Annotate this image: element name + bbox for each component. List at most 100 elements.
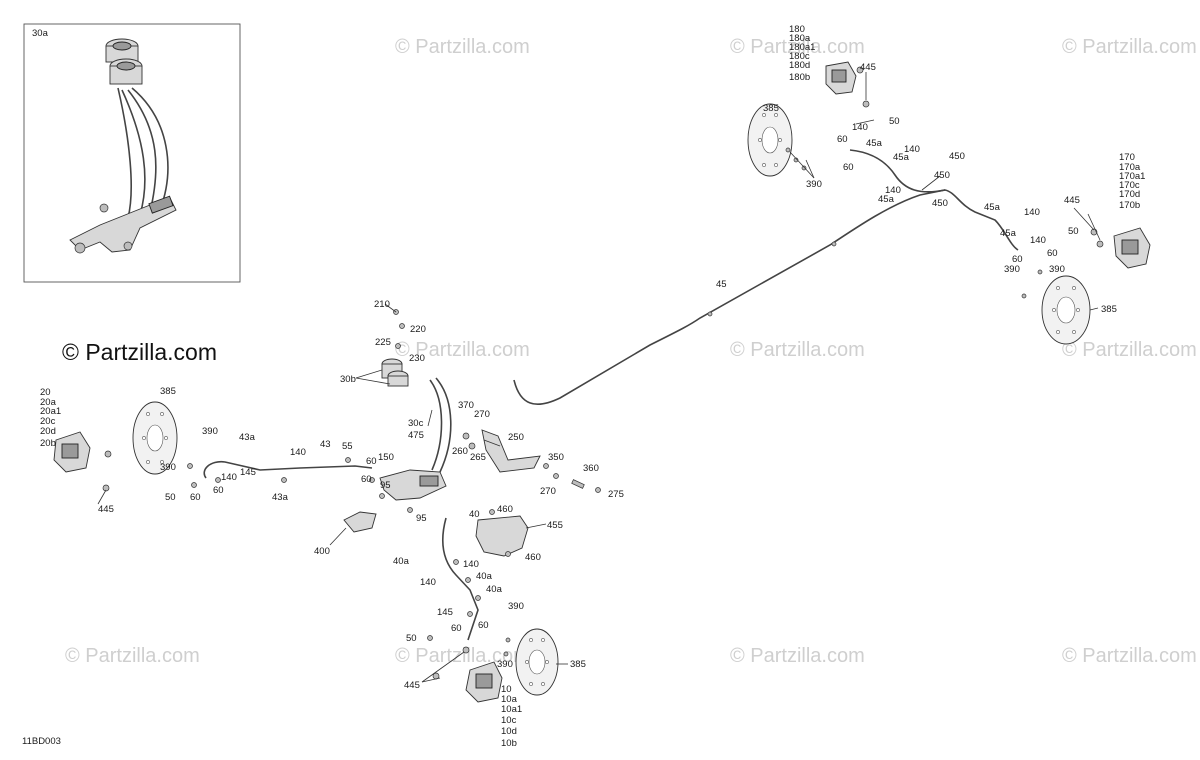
svg-text:445: 445 [404,680,420,691]
svg-text:60: 60 [213,485,224,496]
svg-text:450: 450 [932,198,948,209]
svg-text:60: 60 [837,134,848,145]
svg-text:140: 140 [290,447,306,458]
watermark: © Partzilla.com [395,339,530,361]
svg-text:60: 60 [451,623,462,634]
svg-text:10a: 10a [501,694,518,705]
svg-text:225: 225 [375,337,391,348]
svg-text:460: 460 [497,504,513,515]
brake-line-45 [513,149,1019,406]
svg-text:390: 390 [508,601,524,612]
svg-text:170a1: 170a1 [1119,171,1145,182]
svg-text:170b: 170b [1119,200,1140,211]
svg-text:45a: 45a [893,152,910,163]
svg-text:265: 265 [470,452,486,463]
svg-text:385: 385 [1101,304,1117,315]
svg-text:60: 60 [1012,254,1023,265]
label-stack-170: 170 170a 170a1 170c 170d 170b [1119,152,1145,211]
svg-text:50: 50 [165,492,176,503]
svg-text:10b: 10b [501,738,517,749]
svg-text:43a: 43a [239,432,256,443]
inset-30a: 30a [23,23,241,283]
svg-text:60: 60 [1047,248,1058,259]
svg-text:45a: 45a [1000,228,1017,239]
svg-text:40a: 40a [393,556,410,567]
svg-text:400: 400 [314,546,330,557]
bracket-400 [343,511,377,533]
svg-text:140: 140 [904,144,920,155]
svg-text:30c: 30c [408,418,424,429]
svg-text:385: 385 [763,103,779,114]
svg-text:450: 450 [949,151,965,162]
svg-text:140: 140 [420,577,436,588]
svg-text:390: 390 [1049,264,1065,275]
svg-text:45: 45 [716,279,727,290]
brake-pedal-250 [462,429,601,493]
svg-text:170: 170 [1119,152,1135,163]
svg-text:60: 60 [366,456,377,467]
svg-text:210: 210 [374,299,390,310]
svg-text:270: 270 [540,486,556,497]
master-cylinder-assembly [369,469,447,513]
label-stack-180: 180 180a 180a1 180c 180d 180b [789,24,815,83]
watermark: © Partzilla.com [65,645,200,667]
svg-text:60: 60 [478,620,489,631]
svg-text:180a1: 180a1 [789,42,815,53]
svg-text:140: 140 [463,559,479,570]
svg-text:140: 140 [885,185,901,196]
svg-text:30b: 30b [340,374,356,385]
svg-text:390: 390 [202,426,218,437]
svg-text:390: 390 [1004,264,1020,275]
svg-text:140: 140 [852,122,868,133]
part-labels: 445 385 50 140 45a 60 45a 140 60 390 450… [98,62,1117,691]
svg-text:50: 50 [406,633,417,644]
svg-text:180: 180 [789,24,805,35]
svg-text:180b: 180b [789,72,810,83]
svg-text:10d: 10d [501,726,517,737]
leader-lines [97,72,1101,683]
svg-text:145: 145 [240,467,256,478]
svg-text:140: 140 [221,472,237,483]
brake-disc-385-top [747,103,807,177]
svg-text:140: 140 [1030,235,1046,246]
svg-text:385: 385 [570,659,586,670]
svg-text:390: 390 [160,462,176,473]
svg-text:460: 460 [525,552,541,563]
svg-text:450: 450 [934,170,950,181]
caliper-180 [825,61,870,108]
brake-line-43 [187,457,373,488]
svg-text:20c: 20c [40,416,56,427]
svg-text:50: 50 [1068,226,1079,237]
svg-text:390: 390 [806,179,822,190]
svg-text:150: 150 [378,452,394,463]
watermark: © Partzilla.com [730,645,865,667]
svg-text:10: 10 [501,684,512,695]
svg-text:40a: 40a [486,584,503,595]
svg-text:45a: 45a [866,138,883,149]
watermark: © Partzilla.com [1062,36,1197,58]
svg-text:30a: 30a [32,28,49,39]
svg-text:60: 60 [190,492,201,503]
brake-disc-385-rear [503,628,559,696]
svg-text:145: 145 [437,607,453,618]
svg-text:95: 95 [416,513,427,524]
svg-text:50: 50 [889,116,900,127]
watermark: © Partzilla.com [395,36,530,58]
watermark: © Partzilla.com [1062,645,1197,667]
svg-text:385: 385 [160,386,176,397]
brake-disc-385-right [1021,269,1091,345]
svg-text:475: 475 [408,430,424,441]
svg-text:445: 445 [98,504,114,515]
svg-text:455: 455 [547,520,563,531]
caliper-10 [432,646,503,703]
svg-text:20: 20 [40,387,51,398]
hoses-30c [429,377,452,473]
svg-text:10c: 10c [501,715,517,726]
svg-text:360: 360 [583,463,599,474]
svg-text:45a: 45a [984,202,1001,213]
svg-text:40: 40 [469,509,480,520]
svg-text:40a: 40a [476,571,493,582]
svg-text:170a: 170a [1119,162,1141,173]
svg-text:170c: 170c [1119,180,1140,191]
watermark-grid: © Partzilla.com © Partzilla.com © Partzi… [62,36,1197,667]
